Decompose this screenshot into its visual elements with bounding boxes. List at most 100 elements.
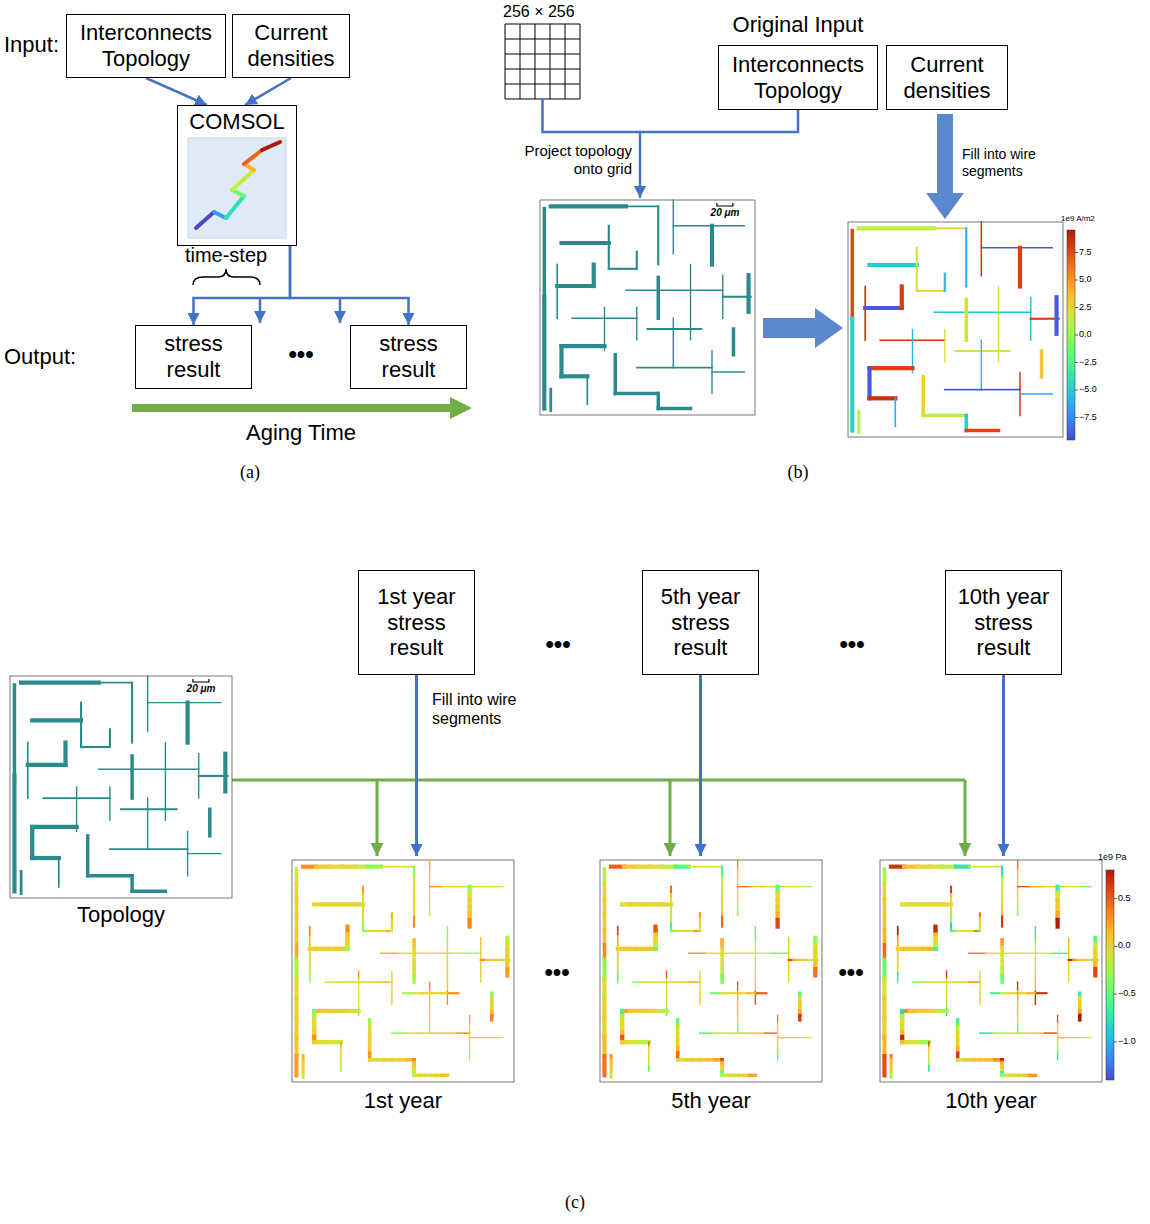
stress-segment xyxy=(429,1025,430,1034)
wire-segment xyxy=(592,265,596,287)
stress-segment xyxy=(440,992,449,994)
wire-segment xyxy=(894,398,896,426)
axis-label: Aging Time xyxy=(246,420,356,446)
stress-segment xyxy=(1057,1015,1058,1022)
stress-segment xyxy=(490,1015,494,1019)
stress-box: 5th yearstress result xyxy=(642,570,759,675)
stress-segment xyxy=(897,954,899,963)
stress-segment xyxy=(1001,897,1003,907)
topology-feed xyxy=(669,780,672,856)
stress-segment xyxy=(414,953,431,954)
stress-segment xyxy=(429,1016,430,1025)
stress-segment xyxy=(939,1009,946,1013)
wire-segment xyxy=(657,277,661,318)
stress-segment xyxy=(413,897,415,907)
stress-segment xyxy=(1028,992,1037,994)
stress-segment xyxy=(1069,1037,1075,1038)
stress-segment xyxy=(950,901,952,908)
stress-segment xyxy=(737,999,738,1008)
topology-feed xyxy=(232,779,965,782)
wire-segment xyxy=(132,890,165,894)
stress-segment xyxy=(783,1037,789,1038)
stress-segment xyxy=(882,1037,886,1056)
box-text: stress result xyxy=(144,331,243,383)
flow-arrow xyxy=(245,78,291,105)
wire-segment xyxy=(549,389,552,411)
stress-segment xyxy=(979,999,980,1005)
stress-segment xyxy=(1001,887,1003,897)
stress-segment xyxy=(429,897,430,906)
stress-segment xyxy=(752,1032,765,1034)
comsol-wire xyxy=(262,142,280,150)
stress-segment xyxy=(755,965,756,978)
step-label: Fill into wire segments xyxy=(432,690,544,728)
stress-segment xyxy=(947,981,958,983)
solver-box: COMSOL xyxy=(177,105,297,246)
map-frame xyxy=(600,860,822,1082)
stress-segment xyxy=(678,981,689,983)
wire-segment xyxy=(916,248,918,291)
stress-segment xyxy=(883,899,887,914)
stress-segment xyxy=(603,884,607,899)
stress-segment xyxy=(737,869,738,878)
stress-segment xyxy=(294,1056,298,1075)
stress-segment xyxy=(413,877,415,887)
stress-segment xyxy=(1093,969,1097,975)
stress-segment xyxy=(412,992,421,994)
tick-label: 0.0 xyxy=(1118,940,1131,951)
panel-label: (a) xyxy=(240,462,260,484)
stress-segment xyxy=(946,986,947,993)
wire-segment xyxy=(32,718,81,722)
wire-segment xyxy=(109,787,110,820)
stress-segment xyxy=(813,969,817,975)
stress-segment xyxy=(431,953,448,954)
wire-segment xyxy=(870,396,896,400)
box-text: Current densities xyxy=(895,52,999,104)
stress-segment xyxy=(1017,888,1018,897)
project-arrow xyxy=(639,132,642,198)
stress-segment xyxy=(786,886,798,887)
stress-segment xyxy=(429,860,430,869)
stress-segment xyxy=(1030,886,1042,887)
stress-segment xyxy=(979,982,980,988)
colorbar-tick xyxy=(1114,946,1117,947)
stress-segment xyxy=(670,924,672,931)
stress-segment xyxy=(1002,953,1019,954)
stress-segment xyxy=(309,964,311,973)
stress-segment xyxy=(897,964,899,973)
stress-segment xyxy=(1057,1030,1058,1037)
wire-segment xyxy=(30,827,34,858)
fill-arrow xyxy=(415,675,418,856)
stress-segment xyxy=(1035,978,1036,991)
stress-segment xyxy=(295,930,299,945)
stress-segment xyxy=(1019,1032,1032,1034)
stress-segment xyxy=(1037,992,1046,994)
wire-segment xyxy=(850,319,854,431)
wire-segment xyxy=(562,374,588,378)
stress-segment xyxy=(777,1045,778,1052)
stress-segment xyxy=(1030,1074,1036,1078)
stress-segment xyxy=(933,927,937,931)
wire-segment xyxy=(27,743,29,799)
stress-segment xyxy=(403,992,412,994)
stress-segment xyxy=(470,1037,476,1038)
stress-segment xyxy=(924,981,935,983)
map-frame xyxy=(848,222,1063,437)
colorbar-tick xyxy=(1075,362,1078,363)
wire-segment xyxy=(32,856,59,860)
stress-segment xyxy=(392,1032,405,1034)
grid-line xyxy=(505,69,580,70)
stress-segment xyxy=(1058,1037,1064,1038)
stress-segment xyxy=(789,1037,795,1038)
wire-segment xyxy=(208,809,212,836)
stress-segment xyxy=(721,867,723,877)
stress-segment xyxy=(457,1032,470,1034)
stress-segment xyxy=(882,1018,886,1037)
flow-arrow xyxy=(290,246,409,325)
stress-segment xyxy=(429,999,430,1008)
stress-segment xyxy=(666,978,667,985)
stress-segment xyxy=(309,936,311,945)
wire-segment xyxy=(223,754,227,792)
wire-map xyxy=(540,200,755,415)
wire-segment xyxy=(110,848,188,850)
